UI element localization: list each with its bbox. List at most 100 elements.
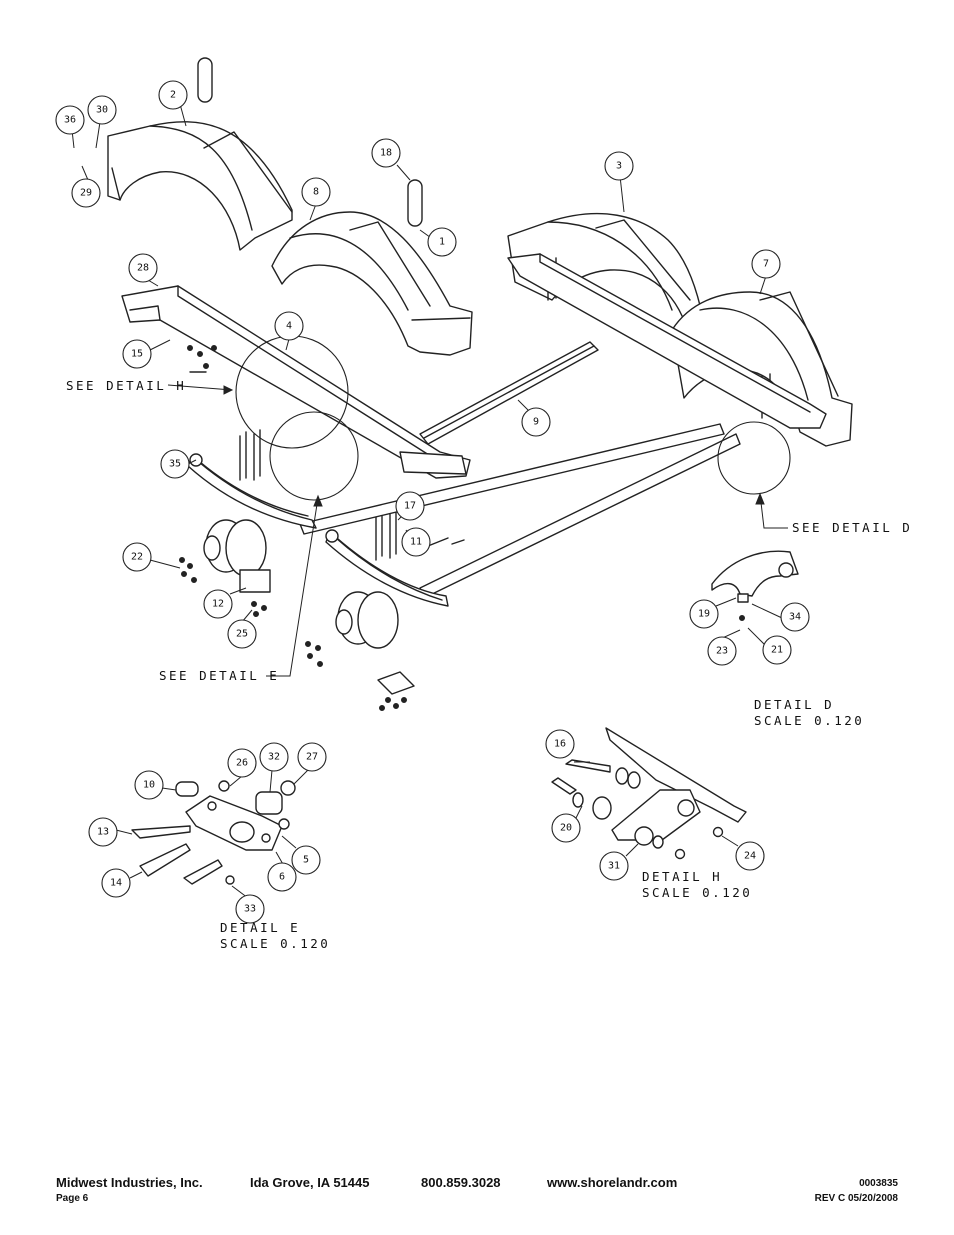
see-detail-e-label: SEE DETAIL E [159, 668, 279, 683]
detail-h-scale: SCALE 0.120 [642, 885, 752, 900]
callout-8-number: 8 [313, 187, 319, 198]
callout-14-number: 14 [110, 878, 122, 889]
callout-27-number: 27 [306, 752, 318, 763]
callout-16: 16 [545, 729, 575, 759]
callout-35: 35 [160, 449, 190, 479]
callout-26: 26 [227, 748, 257, 778]
cross-member-9 [419, 341, 599, 445]
callout-36-number: 36 [64, 115, 76, 126]
callout-27: 27 [297, 742, 327, 772]
callout-7: 7 [751, 249, 781, 279]
callout-33: 33 [235, 894, 265, 924]
footer-phone: 800.859.3028 [421, 1175, 501, 1190]
detail-e-scale: SCALE 0.120 [220, 936, 330, 951]
callout-25-number: 25 [236, 629, 248, 640]
detail-d-hanger [711, 550, 799, 621]
callout-25: 25 [227, 619, 257, 649]
leaf-spring-right [325, 529, 449, 607]
callout-18-number: 18 [380, 148, 392, 159]
detail-e-circle [269, 411, 359, 501]
hardware-misc [189, 371, 467, 547]
footer-doc-number: 0003835 [859, 1178, 898, 1189]
callout-15-number: 15 [131, 349, 143, 360]
detail-d-title: DETAIL D [754, 697, 834, 712]
callout-4-number: 4 [286, 321, 292, 332]
u-bolt-axle-left [239, 429, 261, 481]
nut-cluster [179, 345, 323, 667]
callout-19: 19 [689, 599, 719, 629]
callout-5: 5 [291, 845, 321, 875]
see-detail-d-label: SEE DETAIL D [792, 520, 912, 535]
callout-20-number: 20 [560, 823, 572, 834]
callout-2: 2 [158, 80, 188, 110]
callout-15: 15 [122, 339, 152, 369]
callout-29-number: 29 [80, 188, 92, 199]
callout-7-number: 7 [763, 259, 769, 270]
callout-32-number: 32 [268, 752, 280, 763]
callout-6-number: 6 [279, 872, 285, 883]
callout-22: 22 [122, 542, 152, 572]
frame-side-right [507, 253, 827, 429]
callout-19-number: 19 [698, 609, 710, 620]
callout-31: 31 [599, 851, 629, 881]
callout-9-number: 9 [533, 417, 539, 428]
detail-h-title: DETAIL H [642, 869, 722, 884]
callout-21: 21 [762, 635, 792, 665]
callout-8: 8 [301, 177, 331, 207]
callout-32: 32 [259, 742, 289, 772]
callout-22-number: 22 [131, 552, 143, 563]
callout-30-number: 30 [96, 105, 108, 116]
detail-h-parts [551, 727, 747, 860]
callout-12: 12 [203, 589, 233, 619]
callout-34: 34 [780, 602, 810, 632]
callout-leaders [71, 103, 788, 899]
callout-28-number: 28 [137, 263, 149, 274]
detail-d-scale: SCALE 0.120 [754, 713, 864, 728]
callout-10-number: 10 [143, 780, 155, 791]
callout-21-number: 21 [771, 645, 783, 656]
footer-page: Page 6 [56, 1193, 89, 1204]
spring-plate-lower [377, 671, 415, 711]
callout-35-number: 35 [169, 459, 181, 470]
callout-13-number: 13 [97, 827, 109, 838]
callout-31-number: 31 [608, 861, 620, 872]
callout-23-number: 23 [716, 646, 728, 657]
callout-20: 20 [551, 813, 581, 843]
callout-28: 28 [128, 253, 158, 283]
footer-website[interactable]: www.shorelandr.com [547, 1175, 678, 1190]
callout-30: 30 [87, 95, 117, 125]
footer-location: Ida Grove, IA 51445 [250, 1175, 370, 1190]
callout-1-number: 1 [439, 237, 445, 248]
callout-11-number: 11 [410, 537, 422, 548]
callout-34-number: 34 [789, 612, 801, 623]
callout-10: 10 [134, 770, 164, 800]
u-bolt-1 [407, 179, 423, 227]
footer-company: Midwest Industries, Inc. [56, 1175, 203, 1190]
see-detail-h-label: SEE DETAIL H [66, 378, 186, 393]
frame-side-left [121, 285, 471, 479]
hub-right [335, 591, 399, 649]
callout-11: 11 [401, 527, 431, 557]
detail-e-title: DETAIL E [220, 920, 300, 935]
callout-24-number: 24 [744, 851, 756, 862]
callout-17: 17 [395, 491, 425, 521]
fender-2 [107, 121, 293, 251]
callout-13: 13 [88, 817, 118, 847]
callout-29: 29 [71, 178, 101, 208]
callout-2-number: 2 [170, 90, 176, 101]
callout-6: 6 [267, 862, 297, 892]
callout-3-number: 3 [616, 161, 622, 172]
callout-9: 9 [521, 407, 551, 437]
u-bolt-fender-front [197, 57, 213, 103]
callout-18: 18 [371, 138, 401, 168]
callout-16-number: 16 [554, 739, 566, 750]
callout-33-number: 33 [244, 904, 256, 915]
callout-5-number: 5 [303, 855, 309, 866]
callout-36: 36 [55, 105, 85, 135]
callout-24: 24 [735, 841, 765, 871]
callout-12-number: 12 [212, 599, 224, 610]
callout-4: 4 [274, 311, 304, 341]
callout-17-number: 17 [404, 501, 416, 512]
hub-left [203, 519, 271, 593]
